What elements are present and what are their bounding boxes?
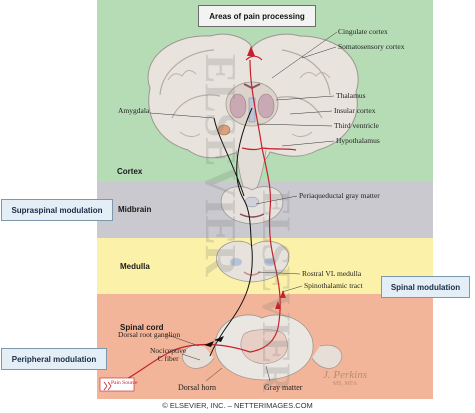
label-somatosensory-cortex: Somatosensory cortex xyxy=(338,42,405,51)
label-pain-source: Pain Source xyxy=(111,380,138,386)
supraspinal-modulation-box: Supraspinal modulation xyxy=(1,199,113,221)
label-rostral-vl-medulla: Rostral VL medulla xyxy=(302,269,362,278)
spinal-arrows xyxy=(204,336,224,347)
region-label-spinal-cord: Spinal cord xyxy=(120,323,164,332)
signature-name: J. Perkins xyxy=(323,369,367,381)
brain-coronal-section xyxy=(147,33,359,201)
signature-degree: MS, MFA xyxy=(332,381,358,387)
leader-lines xyxy=(149,31,338,382)
copyright-footer: © ELSEVIER, INC. – NETTERIMAGES.COM xyxy=(162,401,313,410)
label-gray-matter: Gray matter xyxy=(264,383,303,392)
region-label-medulla: Medulla xyxy=(120,262,150,271)
label-cingulate-cortex: Cingulate cortex xyxy=(338,27,388,36)
midbrain-section xyxy=(220,186,284,225)
label-dorsal-root-ganglion: Dorsal root ganglion xyxy=(118,330,181,339)
label-dorsal-horn: Dorsal horn xyxy=(178,383,216,392)
artist-signature: J. Perkins MS, MFA xyxy=(323,369,367,388)
peripheral-modulation-box: Peripheral modulation xyxy=(1,348,107,370)
descending-modulation-pathway xyxy=(209,107,253,357)
pathway-arrows xyxy=(247,46,286,309)
label-nociceptive-c-fiber: Nociceptive C fiber xyxy=(150,346,187,364)
label-hypothalamus: Hypothalamus xyxy=(336,136,380,145)
region-label-midbrain: Midbrain xyxy=(118,205,152,214)
label-insular-cortex: Insular cortex xyxy=(334,106,376,115)
watermark-text-2: ELSEVIER xyxy=(254,190,299,393)
spinal-modulation-box: Spinal modulation xyxy=(381,276,470,298)
watermark-text: ELSEVIER xyxy=(196,54,245,277)
pain-source-icon xyxy=(99,377,135,392)
diagram-title: Areas of pain processing xyxy=(198,5,316,27)
region-label-cortex: Cortex xyxy=(117,167,143,176)
label-thalamus: Thalamus xyxy=(336,91,366,100)
ascending-pain-pathway xyxy=(109,55,297,388)
label-spinothalamic-tract: Spinothalamic tract xyxy=(304,281,363,290)
label-third-ventricle: Third ventricle xyxy=(334,121,379,130)
label-amygdala: Amygdala xyxy=(118,106,150,115)
label-periaqueductal-gray: Periaqueductal gray matter xyxy=(299,191,380,200)
